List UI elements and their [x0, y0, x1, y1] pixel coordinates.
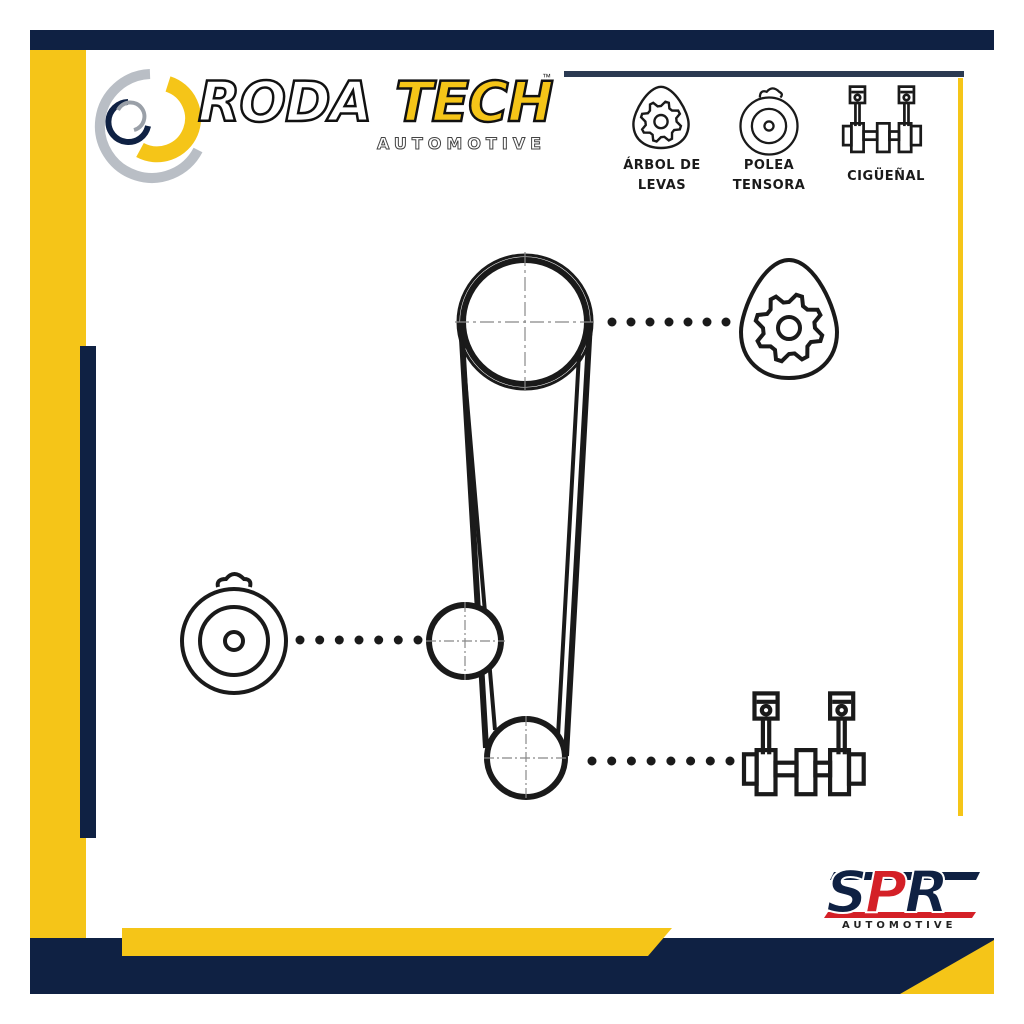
gear-icon — [639, 100, 683, 143]
camshaft-icon — [738, 257, 840, 381]
legend-label-camshaft: ÁRBOL DE LEVAS — [606, 156, 718, 196]
leader-dot — [354, 635, 364, 645]
partner-name: SPR — [825, 857, 950, 927]
gear-hub — [776, 315, 802, 341]
leader-dot — [721, 317, 731, 327]
leader-dot — [334, 635, 344, 645]
leader-dot — [646, 756, 656, 766]
leader-dot — [315, 635, 325, 645]
leader-camshaft — [607, 317, 731, 327]
legend-camshaft-icon — [632, 85, 690, 150]
leader-dot — [664, 317, 674, 327]
leader-dot — [295, 635, 305, 645]
frame-left-navy-bar — [80, 346, 96, 838]
frame-left-yellow-bar — [30, 50, 86, 940]
legend-crankshaft-icon — [841, 85, 923, 154]
brand-name-part1: RODA — [197, 69, 374, 136]
legend-label-crankshaft-line1: CIGÜEÑAL — [847, 169, 925, 184]
frame-bottom-yellow-stripe — [122, 928, 672, 956]
leader-dot — [645, 317, 655, 327]
tensioner-pulley — [426, 602, 505, 680]
tensioner-pulley-icon — [180, 572, 288, 695]
legend-tensioner-icon — [739, 87, 799, 156]
crankshaft-icon — [741, 691, 866, 797]
brand-subtitle: AUTOMOTIVE — [376, 134, 547, 154]
brand-name-part2: TECH — [394, 69, 555, 136]
leader-dot — [393, 635, 403, 645]
leader-tensioner — [295, 635, 423, 645]
rodatech-logo-icon — [94, 69, 203, 183]
leader-dot — [702, 317, 712, 327]
leader-dot — [374, 635, 384, 645]
crankshaft-pulley — [484, 716, 568, 800]
legend-label-camshaft-line2: LEVAS — [637, 178, 687, 193]
leader-dot — [666, 756, 676, 766]
gear-hub — [653, 113, 669, 130]
spr-logo-icon — [824, 872, 980, 918]
legend-label-tensioner-line1: POLEA — [743, 158, 795, 173]
leader-dot — [725, 756, 735, 766]
frame-bottom-right-yellow-corner — [900, 940, 994, 994]
leader-dot — [626, 756, 636, 766]
leader-dot — [683, 317, 693, 327]
brand-trademark: ™ — [542, 72, 551, 82]
gear-icon — [753, 292, 825, 364]
leader-dot — [607, 317, 617, 327]
leader-crankshaft — [587, 756, 735, 766]
leader-dot — [626, 317, 636, 327]
camshaft-pulley — [455, 252, 598, 392]
legend-label-crankshaft: CIGÜEÑAL — [828, 167, 944, 187]
frame-right-yellow-line — [958, 78, 963, 816]
partner-subtitle: AUTOMOTIVE — [842, 920, 957, 931]
legend-label-tensioner: POLEA TENSORA — [718, 156, 820, 196]
leader-dot — [705, 756, 715, 766]
leader-dot — [587, 756, 597, 766]
legend-label-tensioner-line2: TENSORA — [732, 178, 806, 193]
legend-label-camshaft-line1: ÁRBOL DE — [623, 158, 701, 173]
header-divider-line — [564, 71, 964, 77]
leader-dot — [686, 756, 696, 766]
frame-top-bar — [30, 30, 994, 50]
leader-dot — [413, 635, 423, 645]
leader-dot — [607, 756, 617, 766]
